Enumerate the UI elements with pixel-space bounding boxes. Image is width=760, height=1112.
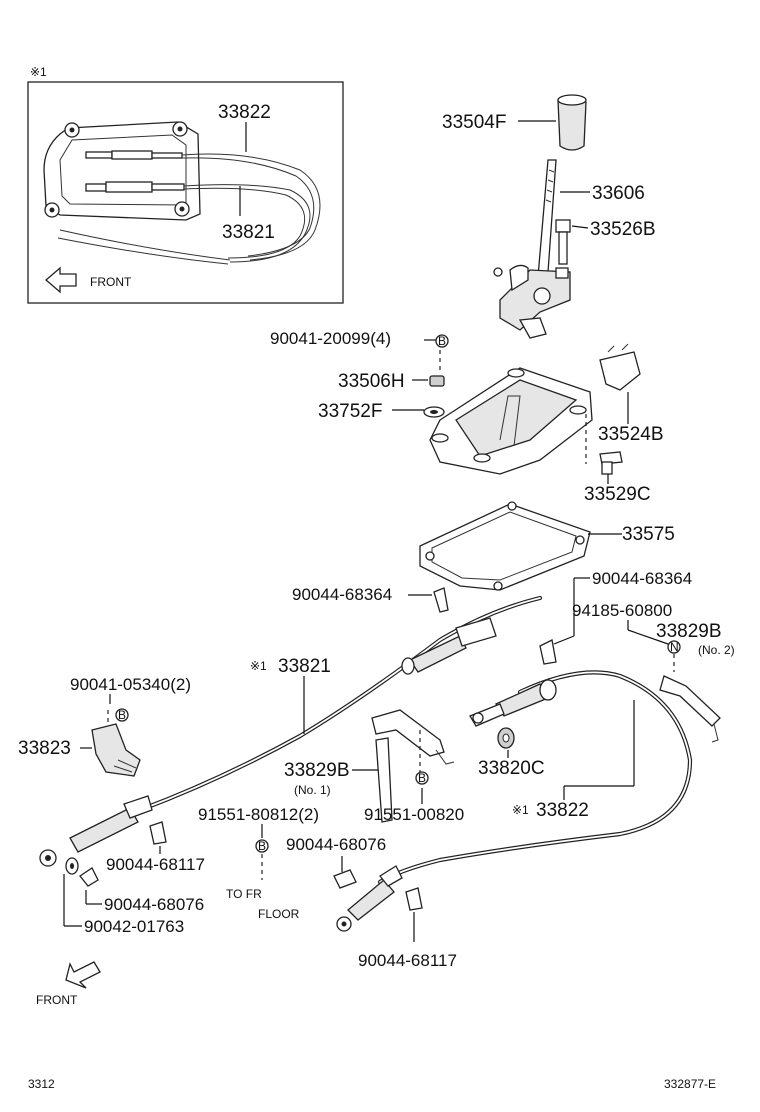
diagram-code: 332877-E xyxy=(664,1077,716,1091)
label-33752F: 33752F xyxy=(318,401,382,422)
front-arrow-bottom-icon xyxy=(65,961,101,989)
label-33829B-no1: 33829B xyxy=(284,760,350,781)
label-floor: FLOOR xyxy=(258,907,300,921)
label-33529C: 33529C xyxy=(584,484,651,505)
label-90044-68117-right: 90044-68117 xyxy=(358,951,457,970)
clip-90044-68364-right: 90044-68364 xyxy=(539,569,692,665)
label-33526B: 33526B xyxy=(590,219,656,240)
cable-33822-marker: ※1 xyxy=(512,803,529,817)
label-90041-05340: 90041-05340(2) xyxy=(70,675,191,694)
inset-front-label: FRONT xyxy=(90,275,132,289)
ref-b-icon-floor xyxy=(255,839,269,853)
label-to-fr: TO FR xyxy=(226,887,262,901)
label-33606: 33606 xyxy=(592,183,645,204)
label-94185-60800: 94185-60800 xyxy=(572,601,672,620)
label-front-bottom: FRONT xyxy=(36,993,78,1007)
label-90041-20099: 90041-20099(4) xyxy=(270,329,391,348)
cable-33821: ※1 33821 xyxy=(39,595,543,867)
ref-b-label-floor: B xyxy=(258,839,266,853)
label-33822: 33822 xyxy=(536,800,589,821)
label-90044-68076-left: 90044-68076 xyxy=(104,895,204,914)
label-90042-01763: 90042-01763 xyxy=(84,917,184,936)
ref-b-label-mid: B xyxy=(418,771,426,785)
bracket-33829B-no2: 94185-60800 N 33829B (No. 2) xyxy=(572,601,735,743)
ref-b-icon-mid xyxy=(415,771,429,785)
shift-lever-assembly: 33504F 33606 33526B xyxy=(442,94,656,339)
gasket-33575: 33575 xyxy=(419,501,675,591)
clip-90044-68364-left: 90044-68364 xyxy=(292,585,449,613)
inset-cable-routing: ※1 33822 33821 FRONT xyxy=(27,65,344,304)
cable-33822: ※1 33822 xyxy=(336,670,693,932)
small-parts-right: 90044-68076 90044-68117 xyxy=(286,835,457,970)
label-90044-68364-left: 90044-68364 xyxy=(292,585,392,604)
ref-n-label: N xyxy=(670,640,679,654)
label-33821: 33821 xyxy=(278,656,331,677)
small-parts-left: 90044-68117 90044-68076 90042-01763 xyxy=(63,821,205,936)
label-90044-68076-right: 90044-68076 xyxy=(286,835,386,854)
bracket-33823: 90041-05340(2) B 33823 xyxy=(18,675,191,777)
ref-n-icon xyxy=(667,640,681,654)
label-33823: 33823 xyxy=(18,738,71,759)
front-indicator-bottom: FRONT xyxy=(36,961,101,1007)
label-91551-80812: 91551-80812(2) xyxy=(198,805,319,824)
label-33506H: 33506H xyxy=(338,371,405,392)
label-33829B-no2: 33829B xyxy=(656,621,722,642)
label-90044-68364-right: 90044-68364 xyxy=(592,569,692,588)
label-33504F: 33504F xyxy=(442,112,506,133)
label-33524B: 33524B xyxy=(598,424,664,445)
label-no2: (No. 2) xyxy=(698,643,735,657)
inset-label-33821: 33821 xyxy=(222,222,275,243)
floor-bolts: 91551-80812(2) B TO FR FLOOR 91551-00820 xyxy=(198,788,464,921)
bracket-33829B-no1: B 33829B (No. 1) xyxy=(284,709,455,823)
cable-33821-marker: ※1 xyxy=(250,659,267,673)
shift-housing: 90041-20099(4) B 33506H 33752F 33524B 33… xyxy=(270,329,664,505)
ref-b-label: B xyxy=(438,334,446,348)
label-90044-68117-left: 90044-68117 xyxy=(106,855,205,874)
inset-marker: ※1 xyxy=(30,65,47,79)
ref-b-label-left: B xyxy=(118,708,126,722)
label-33820C: 33820C xyxy=(478,758,545,779)
front-arrow-icon xyxy=(45,266,77,294)
inset-label-33822: 33822 xyxy=(218,102,271,123)
page-number: 3312 xyxy=(28,1077,55,1091)
label-91551-00820: 91551-00820 xyxy=(364,805,464,824)
label-33575: 33575 xyxy=(622,524,675,545)
bushing-33820C: 33820C xyxy=(478,727,545,779)
ref-b-icon xyxy=(435,334,449,348)
ref-b-icon-left xyxy=(115,708,129,722)
label-no1: (No. 1) xyxy=(294,783,331,797)
